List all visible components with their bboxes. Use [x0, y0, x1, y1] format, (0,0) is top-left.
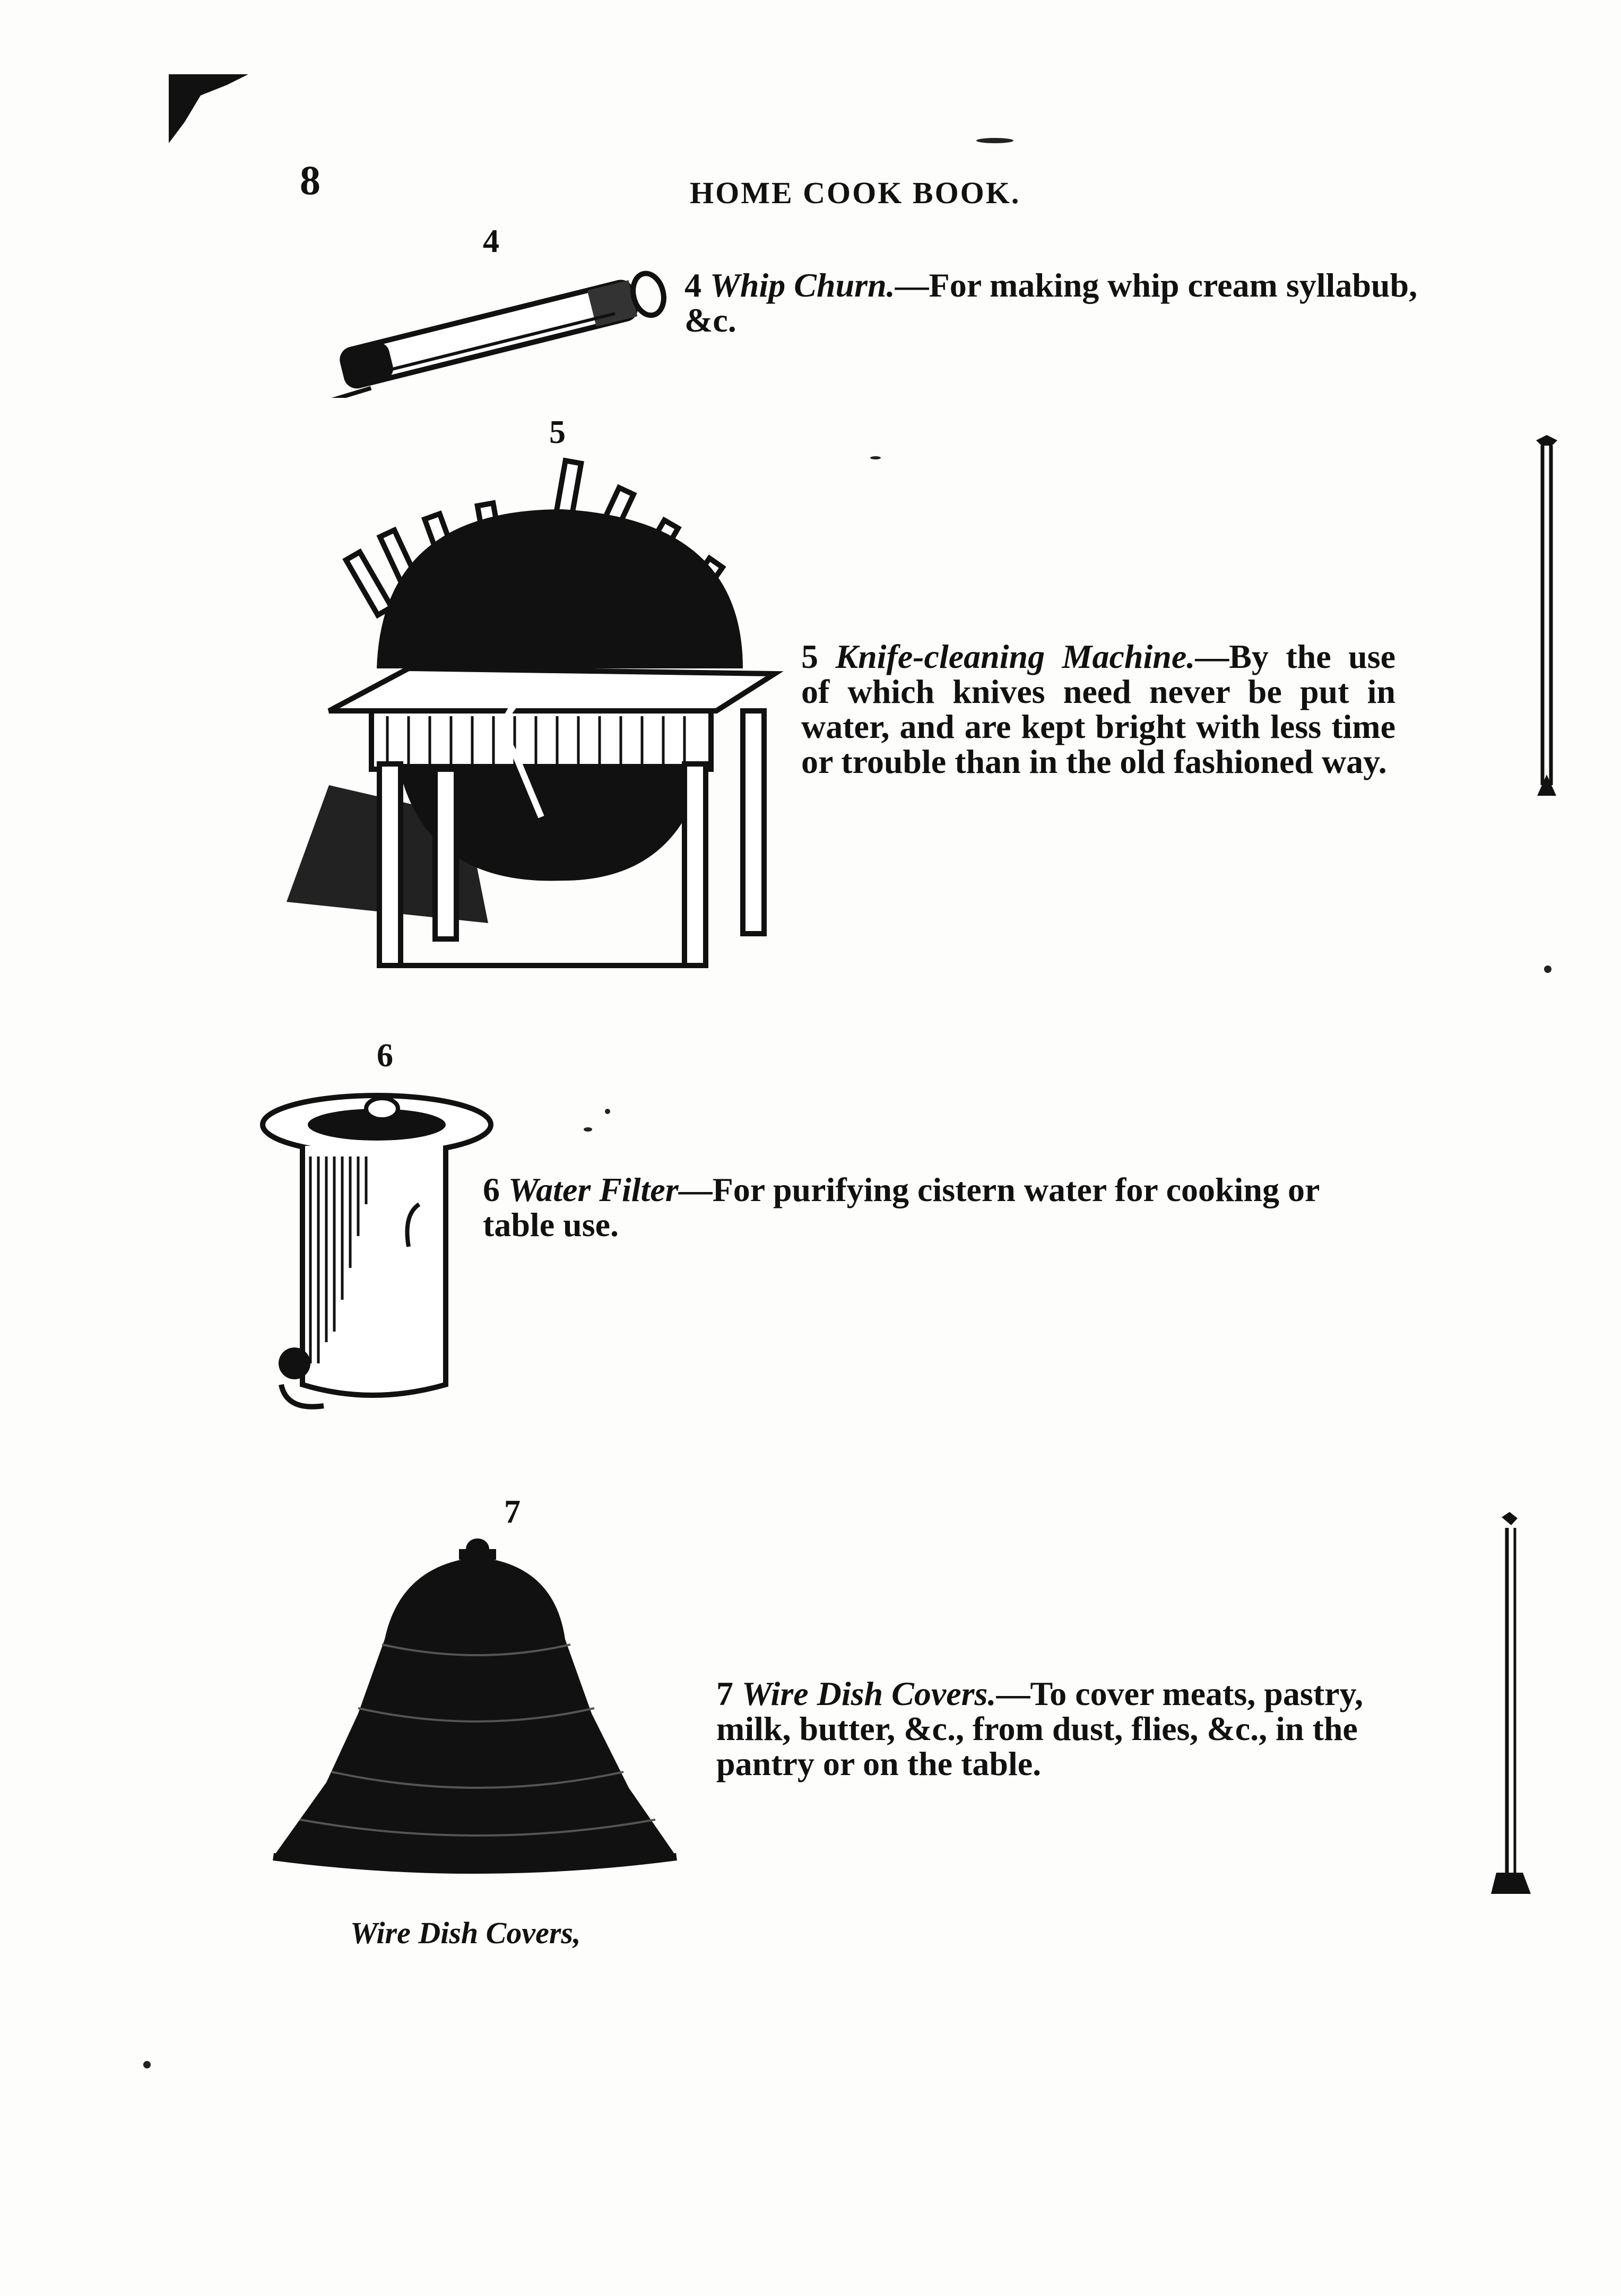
page-number: 8 — [300, 157, 320, 203]
item-name: Knife-cleaning Machine. — [835, 638, 1195, 675]
figure-label-6: 6 — [377, 1038, 393, 1074]
knife-cleaning-machine-illustration — [287, 457, 784, 968]
item-number: 6 — [483, 1171, 500, 1208]
item-name: Wire Dish Covers. — [742, 1675, 996, 1712]
figure-label-5: 5 — [549, 414, 566, 450]
item-description: —By the use of which knives need never b… — [801, 638, 1395, 780]
scan-speck — [584, 1127, 592, 1132]
illustration-caption: Wire Dish Covers, — [350, 1916, 581, 1950]
running-title: HOME COOK BOOK. — [690, 176, 1021, 210]
item-name: Whip Churn. — [710, 266, 895, 304]
item-description: —To cover meats, pastry, milk, butter, &… — [716, 1675, 1363, 1782]
item-name: Water Filter — [508, 1171, 679, 1208]
caption-wire-dish-covers: 7 Wire Dish Covers.—To cover meats, past… — [716, 1676, 1401, 1781]
wire-dish-cover-illustration — [273, 1538, 677, 1874]
figure-label-7: 7 — [504, 1494, 521, 1530]
scan-corner-mark — [169, 74, 248, 143]
item-number: 4 — [684, 266, 701, 304]
caption-whip-churn: 4 Whip Churn.—For making whip cream syll… — [684, 268, 1427, 338]
scan-speck — [605, 1109, 610, 1114]
item-description: —For making whip cream syllabub, &c. — [684, 266, 1418, 339]
water-filter-illustration — [260, 1093, 493, 1410]
figure-label-4: 4 — [483, 223, 499, 259]
scan-speck — [870, 456, 881, 459]
item-description: —For purifying cistern water for cooking… — [483, 1171, 1320, 1243]
scan-speck — [1544, 966, 1551, 973]
scan-speck — [976, 138, 1013, 143]
margin-rule-upper — [1536, 435, 1557, 796]
whip-churn-illustration — [319, 271, 666, 398]
item-number: 5 — [801, 638, 818, 675]
item-number: 7 — [716, 1675, 733, 1712]
scan-speck — [143, 2061, 151, 2068]
margin-rule-lower — [1491, 1512, 1531, 1894]
caption-water-filter: 6 Water Filter—For purifying cistern wat… — [483, 1172, 1385, 1242]
caption-knife-cleaning-machine: 5 Knife-cleaning Machine.—By the use of … — [801, 639, 1395, 779]
